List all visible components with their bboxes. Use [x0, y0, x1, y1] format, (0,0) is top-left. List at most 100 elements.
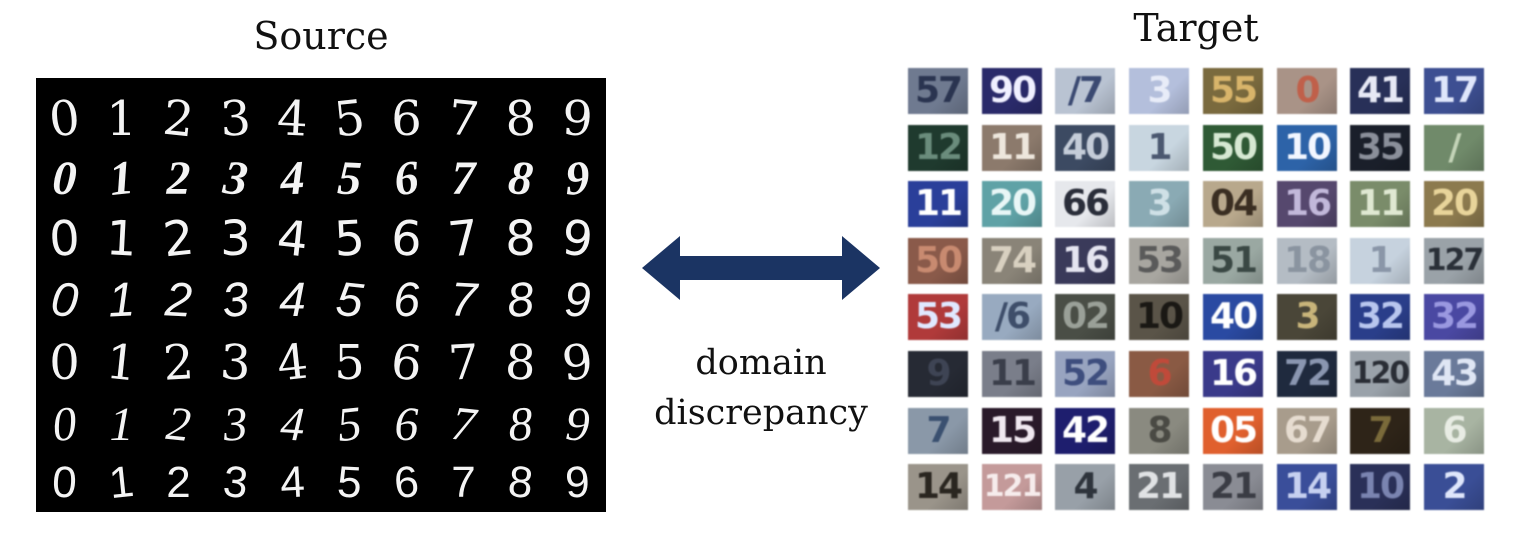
mnist-digit: 3 — [218, 334, 253, 392]
mnist-digit: 1 — [106, 273, 137, 328]
svhn-tile: 05 — [1203, 408, 1263, 454]
mnist-digit: 9 — [564, 274, 591, 327]
mnist-digit: 4 — [279, 151, 306, 206]
double-arrow-icon — [640, 234, 882, 302]
svhn-tile: 16 — [1277, 181, 1337, 227]
svhn-tile: 11 — [1350, 181, 1410, 227]
source-title: Source — [253, 14, 389, 58]
mnist-digit: 8 — [504, 272, 537, 329]
svhn-tile: 51 — [1203, 238, 1263, 284]
mnist-digit: 9 — [563, 457, 591, 508]
mnist-digit: 4 — [278, 457, 306, 508]
svhn-tile: 10 — [1277, 125, 1337, 171]
svhn-tile: 1 — [1350, 238, 1410, 284]
mnist-digit: 9 — [564, 151, 591, 206]
svhn-tile: 41 — [1350, 68, 1410, 114]
svhn-tile: 11 — [982, 125, 1042, 171]
svhn-tile: 35 — [1350, 125, 1410, 171]
svhn-tile: 3 — [1129, 68, 1189, 114]
mnist-digit: 9 — [560, 90, 595, 148]
svhn-tile: 53 — [908, 294, 968, 340]
svhn-tile: 21 — [1129, 464, 1189, 510]
mnist-digit: 9 — [559, 209, 596, 269]
mnist-digit: 4 — [274, 209, 311, 269]
svhn-tile: 121 — [982, 464, 1042, 510]
mnist-digit: 0 — [48, 272, 81, 329]
mnist-digit: 8 — [503, 90, 538, 148]
svhn-tile: 10 — [1350, 464, 1410, 510]
mnist-digit: 2 — [161, 334, 196, 392]
svhn-tile: 15 — [982, 408, 1042, 454]
svhn-tile: 67 — [1277, 408, 1337, 454]
mnist-digit: 3 — [220, 456, 251, 509]
mnist-digit: 5 — [336, 457, 364, 508]
svhn-tile: 20 — [1424, 181, 1484, 227]
svhn-tile: 6 — [1129, 351, 1189, 397]
svhn-tile: 16 — [1055, 238, 1115, 284]
svhn-tile: 04 — [1203, 181, 1263, 227]
svhn-tile: 8 — [1129, 408, 1189, 454]
mnist-digit: 4 — [274, 333, 311, 393]
mnist-digit: 8 — [505, 456, 536, 509]
svhn-tile: 6 — [1424, 408, 1484, 454]
mnist-digit: 5 — [334, 335, 365, 391]
domain-discrepancy-caption: domain discrepancy — [640, 338, 882, 438]
double-arrow-shape — [642, 236, 880, 300]
mnist-digit: 9 — [564, 397, 591, 452]
svhn-tile: 32 — [1424, 294, 1484, 340]
mnist-digit: 1 — [106, 456, 137, 509]
mnist-digit: 1 — [103, 333, 140, 393]
svhn-tile: 14 — [1277, 464, 1337, 510]
svhn-tile: 43 — [1424, 351, 1484, 397]
mnist-digit: 1 — [106, 150, 137, 207]
mnist-digit: 9 — [559, 333, 596, 393]
mnist-digit: 5 — [336, 151, 363, 206]
svhn-tile: 4 — [1055, 464, 1115, 510]
mnist-digit: 2 — [163, 396, 194, 453]
svhn-tile: /7 — [1055, 68, 1115, 114]
svhn-tile: 7 — [1350, 408, 1410, 454]
mnist-digit: 0 — [49, 335, 80, 391]
mnist-digit: 8 — [503, 334, 538, 392]
svhn-tile: 3 — [1129, 181, 1189, 227]
svhn-tile: 02 — [1055, 294, 1115, 340]
svhn-tile: 50 — [908, 238, 968, 284]
svhn-tile: 42 — [1055, 408, 1115, 454]
svhn-tile: 127 — [1424, 238, 1484, 284]
svhn-tile: 2 — [1424, 464, 1484, 510]
svhn-tile: 55 — [1203, 68, 1263, 114]
svhn-tile: 17 — [1424, 68, 1484, 114]
svhn-tile: 3 — [1277, 294, 1337, 340]
mnist-digit: 7 — [445, 89, 482, 149]
mnist-digit: 6 — [389, 210, 424, 268]
mnist-digit: 7 — [448, 273, 479, 328]
svhn-tile: 90 — [982, 68, 1042, 114]
svhn-tile: 40 — [1055, 125, 1115, 171]
mnist-digit: 8 — [505, 150, 536, 207]
mnist-digit: 3 — [220, 211, 251, 267]
mnist-digit: 1 — [106, 91, 137, 147]
mnist-digit: 5 — [333, 272, 366, 329]
mnist-digit: 5 — [334, 396, 365, 453]
mnist-digit: 7 — [451, 152, 476, 205]
svhn-tile: 7 — [908, 408, 968, 454]
mnist-digit: 6 — [391, 273, 422, 328]
mnist-digit: 3 — [218, 90, 253, 148]
svhn-tile: 9 — [908, 351, 968, 397]
svhn-tile: 72 — [1277, 351, 1337, 397]
caption-line-1: domain — [695, 343, 827, 383]
svhn-tile: 11 — [982, 351, 1042, 397]
svhn-tile: 1 — [1129, 125, 1189, 171]
mnist-digit: 8 — [507, 397, 534, 452]
mnist-digit: 8 — [505, 211, 536, 267]
svhn-tile: 53 — [1129, 238, 1189, 284]
mnist-digit: 3 — [220, 150, 251, 207]
mnist-digit: 4 — [279, 397, 306, 452]
